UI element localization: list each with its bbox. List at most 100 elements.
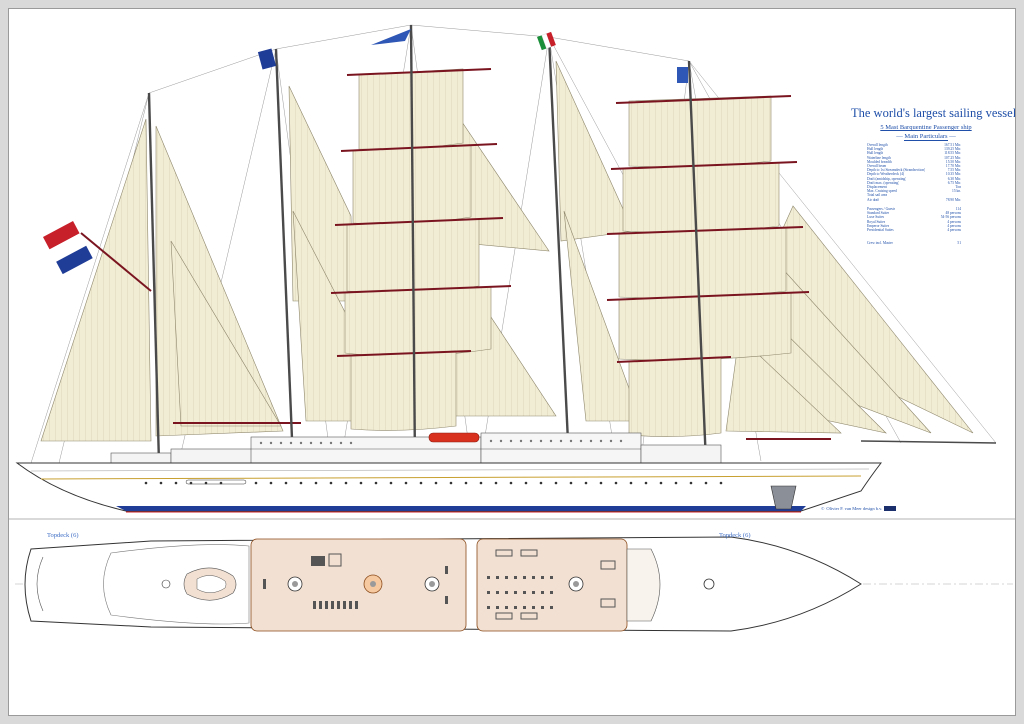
- mast5-square-sail-1: [628, 95, 772, 168]
- mast4-staysail-lower: [563, 210, 642, 422]
- accommodation-row: Presidential Suites 4 persons: [867, 228, 961, 232]
- flags: [43, 29, 688, 275]
- hull-portholes: [144, 479, 723, 485]
- italy-flag: [537, 31, 556, 51]
- particular-value: 10.35 Mtr.: [945, 172, 961, 177]
- bowsprit: [860, 440, 997, 444]
- lifeboat: [428, 432, 480, 443]
- accommodation-label: Standard Suites: [867, 211, 890, 216]
- deck-plan: [15, 536, 1013, 632]
- accommodation-label: Passengers / Guests: [867, 207, 896, 211]
- particular-value: 78.90 Mtr.: [945, 197, 961, 202]
- particular-label: Overall length: [867, 143, 888, 147]
- mast-1: [147, 92, 161, 464]
- accommodation-label: Presidential Suites: [867, 228, 894, 233]
- accommodation-value: 48 persons: [945, 211, 961, 216]
- designer-logo: [884, 506, 897, 511]
- accommodation-label: Emperor Suites: [867, 223, 890, 228]
- deck-label-left: Topdeck (6): [47, 532, 79, 539]
- particular-value: 15 kn.: [952, 189, 961, 194]
- particular-value: 6.30 Mtr.: [947, 176, 961, 181]
- ship-drawing: [9, 24, 1015, 632]
- aft-mast-sail-2: [170, 240, 282, 427]
- accommodation-value: 54-56 persons: [940, 215, 961, 220]
- accommodation-row: Royal Suites 4 persons: [867, 220, 961, 224]
- particular-row: Max. Cruising speed 15 kn.: [867, 189, 961, 193]
- particular-value: 107.25 Mtr.: [944, 155, 961, 160]
- eu-pennant: [371, 29, 411, 45]
- particular-label: Overall beam: [867, 164, 887, 169]
- particular-label: Total sail area: [867, 193, 888, 198]
- aft-gaff-sail: [40, 118, 152, 442]
- accommodation-row: Passengers / Guests 114: [867, 207, 961, 211]
- pennant-flag: [677, 67, 688, 83]
- particular-row: Total sail area: [867, 193, 961, 197]
- mast4-staysail-upper: [555, 60, 634, 242]
- designer-credit: © Olivier F. van Meer design b.v.: [821, 506, 897, 511]
- particular-row: Overall beam 17.70 Mtr.: [867, 164, 961, 168]
- particular-value: 17.70 Mtr.: [945, 164, 961, 169]
- eu-flag: [257, 48, 277, 70]
- particular-value: 7.55 Mtr.: [947, 168, 961, 173]
- accommodation-label: Luxe Suites: [867, 215, 885, 220]
- page-title: The world's largest sailing vessel: [851, 106, 1016, 120]
- aft-lounge-deck: [250, 538, 467, 632]
- drawing-sheet: The world's largest sailing vessel 5 Mas…: [8, 8, 1016, 716]
- mast-4: [547, 36, 571, 464]
- particular-label: Displacement: [867, 185, 887, 190]
- accommodation-label: Royal Suites: [867, 219, 886, 224]
- particular-row: Depth to Weatherdeck (4)10.35 Mtr.: [867, 172, 961, 176]
- accommodation-table: Passengers / Guests 114 Standard Suites 48…: [867, 207, 961, 232]
- particular-value: 118.55 Mtr.: [944, 151, 961, 156]
- netherlands-flag: [43, 221, 93, 275]
- deck-label-right: Topdeck (6): [719, 532, 751, 539]
- mast5-square-sail-2: [622, 162, 780, 233]
- fore-lounge-deck: [476, 538, 628, 632]
- jib-4: [725, 335, 842, 434]
- gold-stripe: [40, 475, 862, 480]
- accommodation-value: 4 persons: [947, 223, 961, 228]
- accommodation-row: Emperor Suites 4 persons: [867, 224, 961, 228]
- particular-label: Moulded breadth: [867, 159, 892, 164]
- particular-value: 139.25 Mtr.: [944, 147, 961, 152]
- particular-label: Draft max. (operating): [867, 180, 900, 185]
- particular-row: Moulded breadth 15.50 Mtr.: [867, 160, 961, 164]
- particular-value: 6.75 Mtr.: [947, 180, 961, 185]
- particular-label: Waterline length: [867, 155, 891, 160]
- sheer-line: [30, 468, 870, 472]
- mast-5: [687, 60, 708, 464]
- accommodation-value: 4 persons: [947, 219, 961, 224]
- accommodation-row: Standard Suites 48 persons: [867, 211, 961, 215]
- particulars-heading: — Main Particulars —: [896, 133, 956, 141]
- yards: [80, 68, 831, 440]
- designer-name: Olivier F. van Meer design b.v.: [826, 506, 883, 511]
- masts: [147, 24, 997, 464]
- superstructure-windows: [259, 439, 623, 445]
- crew-value: 51: [957, 241, 961, 245]
- particular-label: Depth to 1st Streamdeck (Strandsection): [867, 168, 926, 173]
- particular-label: Air draft: [867, 197, 880, 202]
- mast3-square-sail-4: [344, 286, 492, 357]
- copyright-icon: ©: [821, 506, 825, 511]
- mast5-square-sail-5: [628, 356, 722, 437]
- particular-row: Draft (amidship, operating)6.30 Mtr.: [867, 177, 961, 181]
- mast3-square-sail-5: [350, 350, 457, 431]
- mast-2: [274, 48, 295, 464]
- accommodation-value: 4 persons: [947, 228, 961, 233]
- particular-row: Air draft 78.90 Mtr.: [867, 198, 961, 202]
- particulars-heading-text: Main Particulars: [904, 133, 948, 141]
- mast-3: [409, 24, 417, 464]
- ship-type-subtitle: 5 Mast Barquentine Passenger ship: [880, 124, 972, 131]
- particular-label: Max. Cruising speed: [867, 189, 897, 194]
- particular-label: Hull length: [867, 151, 884, 156]
- particular-value: 15.50 Mtr.: [945, 159, 961, 164]
- particular-value: 167.51 Mtr.: [944, 143, 961, 147]
- particular-row: Draft max. (operating) 6.75 Mtr.: [867, 181, 961, 185]
- boot-stripe: [116, 506, 806, 511]
- accommodation-value: 114: [955, 207, 961, 211]
